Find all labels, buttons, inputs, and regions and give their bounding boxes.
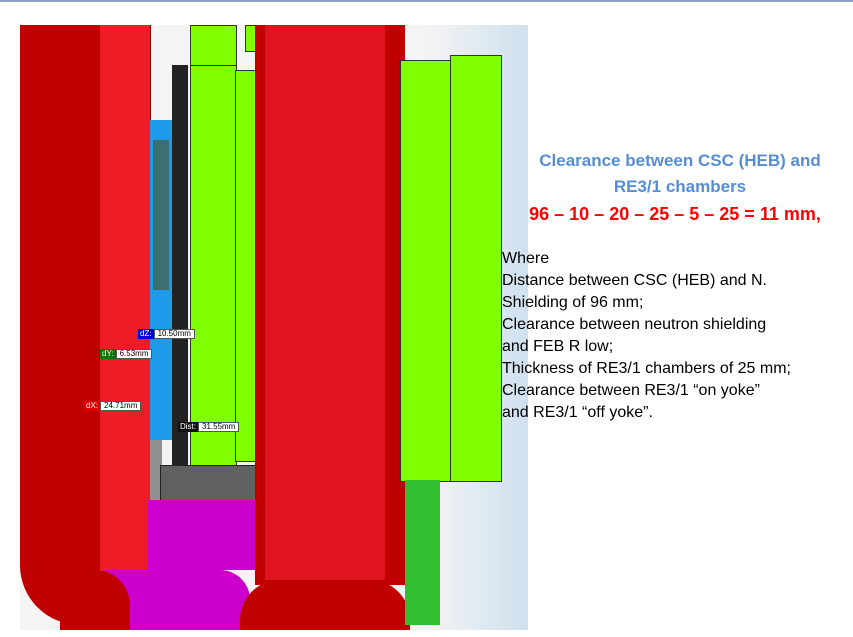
body-line: Shielding of 96 mm;: [502, 294, 644, 311]
explanation-text: Where Distance between CSC (HEB) and N. …: [502, 248, 850, 424]
slide-title-line2: RE3/1 chambers: [613, 177, 747, 196]
gray-base-block: [160, 465, 257, 502]
slide-top-border: [0, 0, 853, 2]
green-top-block: [190, 25, 237, 67]
dark-red-yoke-left: [20, 25, 100, 625]
green-plate-4: [450, 55, 502, 482]
body-line: Distance between CSC (HEB) and N.: [502, 272, 767, 289]
dy-key: dY:: [100, 349, 116, 359]
dist-key: Dist:: [178, 422, 198, 432]
cad-model-view: dZ: 10.50mm dY: 6.53mm dX: 24.71mm Dist:…: [20, 25, 528, 630]
red-wheel: [60, 570, 130, 630]
dz-measurement: dZ: 10.50mm: [138, 329, 195, 339]
dz-key: dZ:: [138, 329, 154, 339]
dist-value: 31.55mm: [198, 422, 240, 432]
teal-panel: [153, 140, 169, 290]
slide-title-line1: Clearance between CSC (HEB) and: [539, 151, 821, 170]
green-plate-1: [190, 65, 237, 472]
dx-value: 24.71mm: [100, 401, 142, 411]
red-yoke-face: [265, 25, 385, 580]
clearance-formula: 96 – 10 – 20 – 25 – 5 – 25 = 11 mm,: [529, 204, 821, 224]
green-plate-3: [400, 60, 452, 482]
body-line: Thickness of RE3/1 chambers of 25 mm;: [502, 360, 791, 377]
dist-measurement: Dist: 31.55mm: [178, 422, 240, 432]
dx-key: dX:: [84, 401, 101, 411]
dz-value: 10.50mm: [153, 329, 195, 339]
dx-measurement: dX: 24.71mm: [84, 401, 142, 411]
body-line: and RE3/1 “off yoke”.: [502, 404, 653, 421]
dy-measurement: dY: 6.53mm: [100, 349, 153, 359]
body-line: and FEB R low;: [502, 338, 614, 355]
body-line: Clearance between RE3/1 “on yoke”: [502, 382, 760, 399]
slide-text: Clearance between CSC (HEB) and RE3/1 ch…: [500, 148, 850, 424]
red-yoke-foot: [240, 580, 410, 630]
body-line: Clearance between neutron shielding: [502, 316, 767, 333]
green-bottom-frame: [405, 480, 440, 625]
black-strip: [172, 65, 188, 475]
red-column: [100, 25, 151, 630]
dy-value: 6.53mm: [115, 349, 153, 359]
magenta-hub: [148, 500, 258, 570]
body-line: Where: [502, 250, 550, 267]
